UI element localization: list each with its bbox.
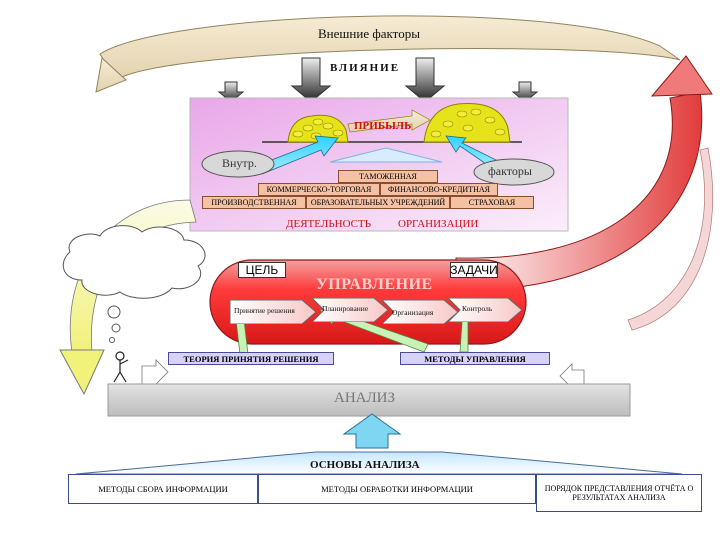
tasks-box: ЗАДАЧИ [450,262,498,278]
step-organization: Организация [382,300,458,324]
commercial-block: КОММЕРЧЕСКО-ТОРГОВАЯ [258,183,380,196]
decision-theory-box: ТЕОРИЯ ПРИНЯТИЯ РЕШЕНИЯ [168,352,334,365]
thinking-person-icon [113,351,129,383]
coins-left-icon [287,114,349,143]
educational-block: ОБРАЗОВАТЕЛЬНЫХ УЧРЕЖДЕНИЙ [306,196,450,209]
analysis-label: АНАЛИЗ [334,390,396,406]
info-collection-methods: МЕТОДЫ СБОРА ИНФОРМАЦИИ [68,474,258,504]
organization-label: ОРГАНИЗАЦИИ [398,218,479,230]
influence-label: ВЛИЯНИЕ [330,62,401,74]
profit-label: ПРИБЫЛЬ [354,120,412,132]
step-control: Контроль [448,298,522,322]
management-methods-box: МЕТОДЫ УПРАВЛЕНИЯ [400,352,550,365]
info-processing-methods: МЕТОДЫ ОБРАБОТКИ ИНФОРМАЦИИ [258,474,536,504]
external-factors-label: Внешние факторы [318,26,420,41]
financial-block: ФИНАНСОВО-КРЕДИТНАЯ [380,183,498,196]
report-order-box: ПОРЯДОК ПРЕДСТАВЛЕНИЯ ОТЧЁТА О РЕЗУЛЬТАТ… [536,474,702,512]
goal-box: ЦЕЛЬ [238,262,286,278]
management-title: УПРАВЛЕНИЕ [316,276,433,293]
step-planning: Планирование [312,298,388,322]
step-decision-label: Принятие решения [234,306,295,315]
activity-label: ДЕЯТЕЛЬНОСТЬ [286,218,372,230]
production-block: ПРОИЗВОДСТВЕННАЯ [202,196,306,209]
step-decision: Принятие решения [230,300,316,324]
step-planning-label: Планирование [322,304,369,313]
internal-factors-label: Внутр. [222,156,257,170]
step-organization-label: Организация [392,308,434,317]
insurance-block: СТРАХОВАЯ [450,196,534,209]
coins-right-icon [423,103,511,143]
step-control-label: Контроль [462,304,493,313]
factors-label: факторы [488,164,532,178]
foundations-title: ОСНОВЫ АНАЛИЗА [310,459,420,471]
customs-block: ТАМОЖЕННАЯ [338,170,438,183]
